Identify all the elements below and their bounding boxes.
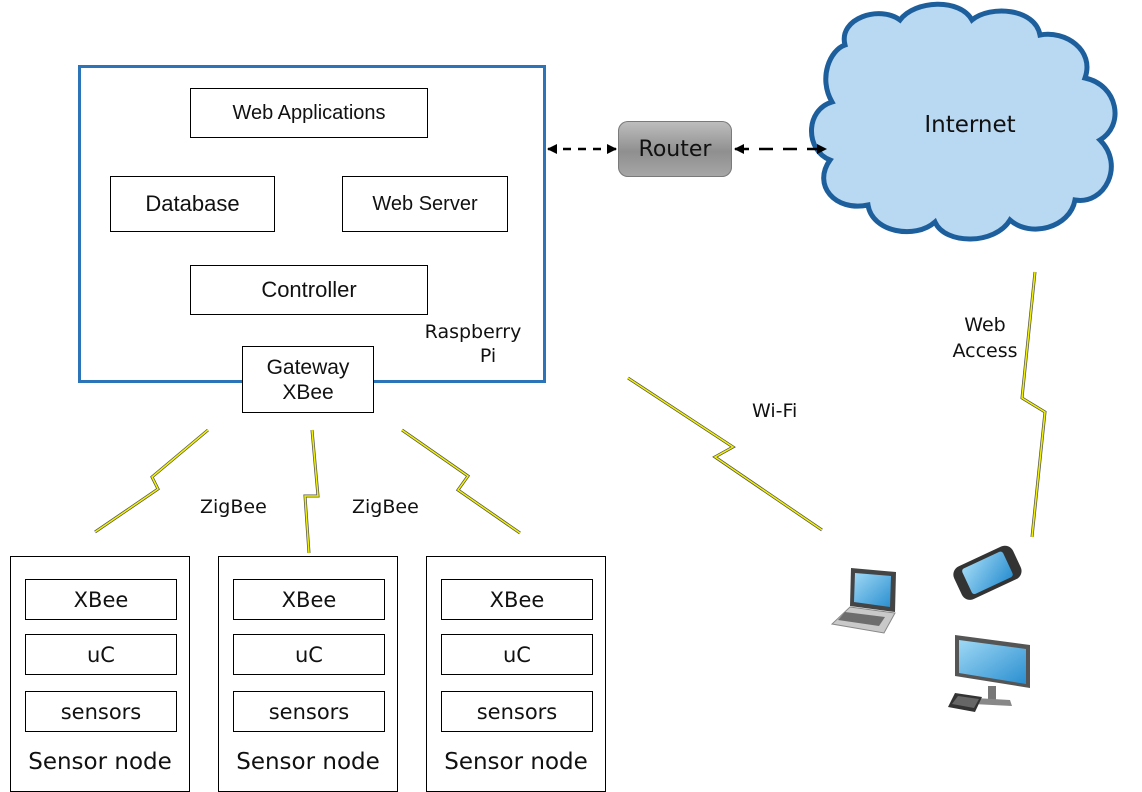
zigbee-link-left bbox=[94, 428, 209, 534]
web-applications-label: Web Applications bbox=[232, 101, 386, 124]
web-server-label: Web Server bbox=[372, 192, 478, 215]
uc-label: uC bbox=[87, 642, 115, 667]
database-label: Database bbox=[145, 191, 240, 216]
web-access-label-line2: Access bbox=[952, 340, 1018, 362]
uc-label: uC bbox=[503, 642, 531, 667]
router-box: Router bbox=[618, 121, 732, 177]
raspberry-pi-label: Raspberry Pi bbox=[413, 320, 533, 368]
xbee-box: XBee bbox=[441, 579, 593, 620]
sensors-label: sensors bbox=[60, 699, 142, 724]
desktop-computer-icon bbox=[948, 635, 1030, 712]
gateway-xbee-label: XBee bbox=[282, 380, 334, 404]
sensors-label: sensors bbox=[476, 699, 558, 724]
sensors-box: sensors bbox=[25, 691, 177, 732]
wifi-label: Wi-Fi bbox=[752, 400, 798, 422]
controller-label: Controller bbox=[261, 277, 357, 302]
sensor-node-caption: Sensor node bbox=[444, 749, 588, 775]
wifi-link bbox=[627, 376, 823, 532]
xbee-label: XBee bbox=[281, 587, 337, 612]
uc-label: uC bbox=[295, 642, 323, 667]
sensors-box: sensors bbox=[441, 691, 593, 732]
xbee-label: XBee bbox=[489, 587, 545, 612]
sensor-node-3: XBee uC sensors Sensor node bbox=[426, 556, 606, 792]
xbee-box: XBee bbox=[233, 579, 385, 620]
smartphone-icon bbox=[953, 545, 1022, 600]
controller-box: Controller bbox=[190, 265, 428, 315]
uc-box: uC bbox=[233, 634, 385, 675]
zigbee-left-label: ZigBee bbox=[200, 496, 267, 518]
sensor-node-caption: Sensor node bbox=[236, 749, 380, 775]
zigbee-link-middle bbox=[303, 429, 320, 554]
gateway-xbee-box: Gateway XBee bbox=[242, 346, 374, 413]
sensor-node-2: XBee uC sensors Sensor node bbox=[218, 556, 398, 792]
internet-cloud-shape bbox=[809, 1, 1118, 242]
uc-box: uC bbox=[441, 634, 593, 675]
gateway-label: Gateway bbox=[266, 355, 350, 379]
laptop-icon bbox=[830, 568, 896, 634]
sensors-box: sensors bbox=[233, 691, 385, 732]
web-access-link bbox=[1020, 271, 1047, 538]
web-applications-box: Web Applications bbox=[190, 88, 428, 138]
web-server-box: Web Server bbox=[342, 176, 508, 232]
zigbee-link-right bbox=[401, 428, 521, 535]
uc-box: uC bbox=[25, 634, 177, 675]
web-access-label: Web Access bbox=[945, 312, 1025, 364]
xbee-label: XBee bbox=[73, 587, 129, 612]
internet-label: Internet bbox=[924, 112, 1016, 138]
sensor-node-1: XBee uC sensors Sensor node bbox=[10, 556, 190, 792]
raspberry-pi-label-line2: Pi bbox=[479, 345, 497, 367]
sensor-node-caption: Sensor node bbox=[28, 749, 172, 775]
database-box: Database bbox=[110, 176, 275, 232]
xbee-box: XBee bbox=[25, 579, 177, 620]
sensors-label: sensors bbox=[268, 699, 350, 724]
router-label: Router bbox=[638, 136, 712, 162]
web-access-label-line1: Web bbox=[964, 314, 1006, 336]
raspberry-pi-label-line1: Raspberry bbox=[424, 321, 522, 343]
zigbee-right-label: ZigBee bbox=[352, 496, 419, 518]
